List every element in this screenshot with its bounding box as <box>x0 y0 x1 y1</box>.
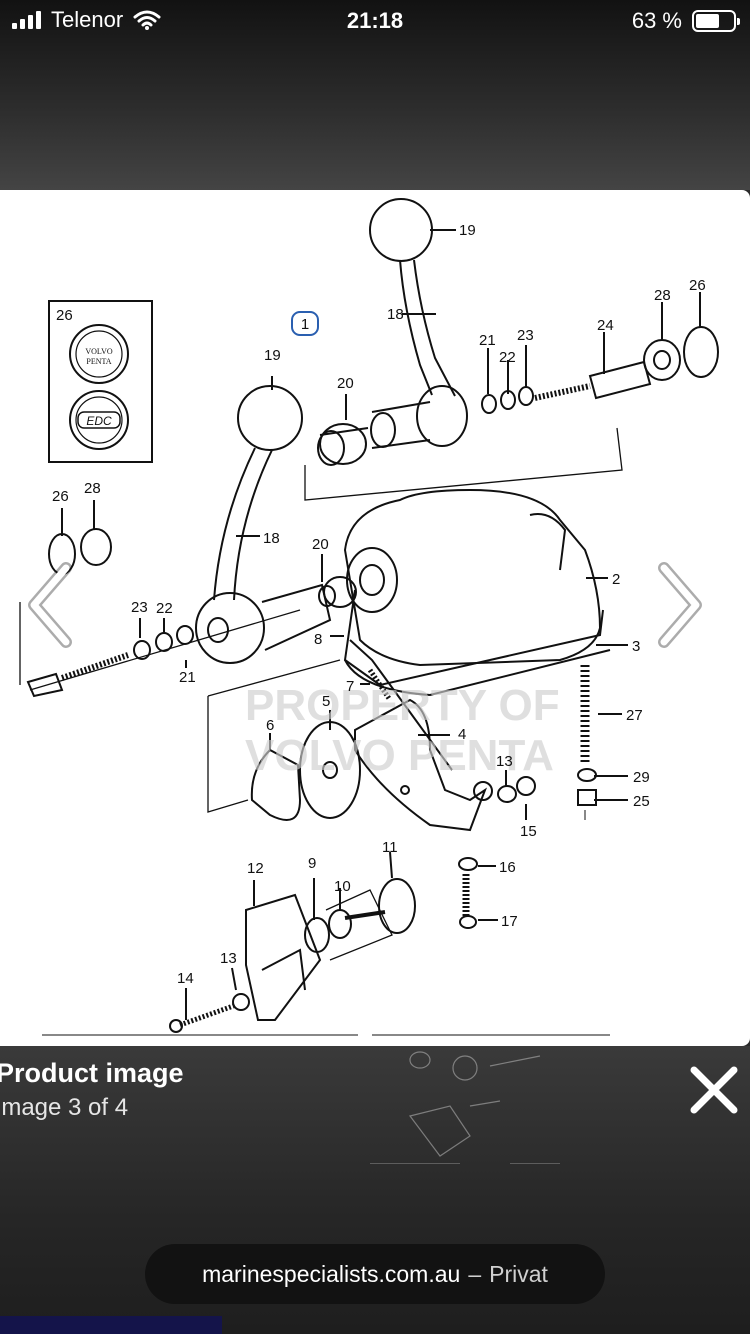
part-number-label: 6 <box>266 717 274 734</box>
status-bar: Telenor 21:18 63 % <box>0 0 750 40</box>
battery-percentage: 63 % <box>631 8 682 33</box>
top-backdrop <box>0 0 750 190</box>
part-number-label: 23 <box>131 599 148 616</box>
part-number-label: 9 <box>308 855 316 872</box>
part-number-label: 5 <box>322 693 330 710</box>
part-number-label: 21 <box>479 332 496 349</box>
watermark-line-1: PROPERTY OF <box>245 681 560 730</box>
close-icon <box>690 1066 738 1114</box>
boxed-label-1: 1 <box>301 316 309 333</box>
part-number-label: 19 <box>264 347 281 364</box>
part-number-label: 28 <box>84 480 101 497</box>
next-image-button[interactable] <box>648 560 708 650</box>
part-number-label: 29 <box>633 769 650 786</box>
part-number-label: 18 <box>387 306 404 323</box>
product-image[interactable]: PROPERTY OF VOLVO PENTA 26 VOLVO PENTA E… <box>0 190 750 1046</box>
part-number-label: 3 <box>632 638 640 655</box>
carrier-name: Telenor <box>51 7 124 32</box>
exploded-parts-diagram: PROPERTY OF VOLVO PENTA 26 VOLVO PENTA E… <box>19 198 719 1036</box>
caption-title: Product image <box>0 1058 184 1088</box>
part-number-label: 13 <box>220 950 237 967</box>
part-number-label: 21 <box>179 669 196 686</box>
part-labels: 1918212223242826202387546271329251516171… <box>52 222 706 987</box>
bottom-edge-strip <box>0 1316 222 1334</box>
clock: 21:18 <box>346 8 404 33</box>
caption-subtitle: image 3 of 4 <box>0 1094 129 1121</box>
battery-icon <box>692 10 740 32</box>
part-number-label: 23 <box>517 327 534 344</box>
url-domain: marinespecialists.com.au <box>202 1260 461 1287</box>
part-number-label: 11 <box>382 839 398 856</box>
part-number-label: 26 <box>689 277 706 294</box>
next-image-preview <box>370 1051 560 1164</box>
url-separator: – <box>468 1260 482 1287</box>
part-number-label: 4 <box>458 726 466 743</box>
url-bar[interactable]: marinespecialists.com.au – Privat <box>145 1244 605 1304</box>
chevron-left-icon <box>28 562 72 648</box>
part-number-label: 16 <box>499 859 516 876</box>
wifi-icon <box>133 10 161 30</box>
logo-penta-text: PENTA <box>86 357 111 366</box>
inset-box <box>48 300 153 463</box>
part-number-label: 17 <box>501 913 518 930</box>
watermark-line-2: VOLVO PENTA <box>245 731 554 780</box>
part-number-label: 20 <box>337 375 354 392</box>
close-button[interactable] <box>686 1062 742 1118</box>
logo-volvo-text: VOLVO <box>85 347 112 356</box>
part-number-label: 22 <box>499 349 516 366</box>
part-number-label: 7 <box>346 678 354 695</box>
part-number-label: 22 <box>156 600 173 617</box>
part-number-label: 27 <box>626 707 643 724</box>
part-number-label: 26 <box>52 488 69 505</box>
status-right: 63 % <box>631 8 740 34</box>
part-number-label: 15 <box>520 823 537 840</box>
part-number-label: 10 <box>334 878 351 895</box>
part-number-label: 8 <box>314 631 322 648</box>
part-number-label: 25 <box>633 793 650 810</box>
signal-icon <box>12 11 41 29</box>
edc-badge-text: EDC <box>86 414 112 428</box>
part-number-label: 19 <box>459 222 476 239</box>
part-number-label: 28 <box>654 287 671 304</box>
part-number-label: 12 <box>247 860 264 877</box>
part-number-label: 24 <box>597 317 614 334</box>
browsing-mode-label: Privat <box>489 1260 548 1287</box>
inset-callout-label: 26 <box>56 307 73 324</box>
part-number-label: 18 <box>263 530 280 547</box>
part-number-label: 14 <box>177 970 194 987</box>
part-number-label: 20 <box>312 536 329 553</box>
battery-fill <box>696 14 719 28</box>
part-number-label: 2 <box>612 571 620 588</box>
part-number-label: 13 <box>496 753 513 770</box>
chevron-right-icon <box>658 562 702 648</box>
previous-image-button[interactable] <box>22 560 82 650</box>
status-left: Telenor <box>12 7 161 33</box>
